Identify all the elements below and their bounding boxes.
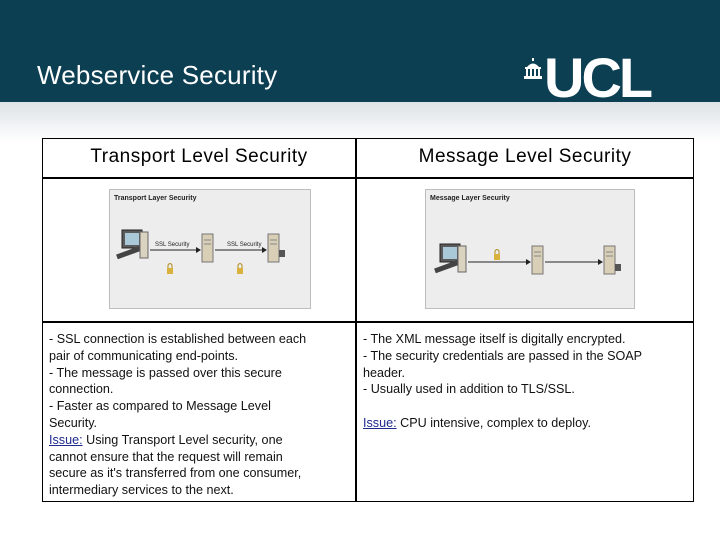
transport-description: - SSL connection is established between … xyxy=(49,331,351,499)
lock-icon xyxy=(237,263,243,274)
transport-line: cannot ensure that the request will rema… xyxy=(49,449,283,464)
server-icon xyxy=(201,233,214,263)
arrow-right-icon xyxy=(196,247,201,253)
transport-line: - SSL connection is established between … xyxy=(49,332,307,346)
transport-issue-label: Issue: xyxy=(49,432,83,447)
ssl-security-label-2: SSL Security xyxy=(227,242,261,248)
server-icon xyxy=(603,245,621,275)
lock-icon xyxy=(167,263,173,274)
server-icon xyxy=(267,233,285,263)
transport-layer-diagram: Transport Layer Security SSL Security SS… xyxy=(109,189,311,309)
message-issue-text: CPU intensive, complex to deploy. xyxy=(400,415,591,430)
table-header-divider xyxy=(43,177,693,179)
arrow-right-icon xyxy=(598,259,603,265)
transport-line: pair of communicating end-points. xyxy=(49,348,239,363)
transport-issue-text: Using Transport Level security, one xyxy=(86,432,283,447)
message-line: header. xyxy=(363,365,406,380)
transport-line: intermediary services to the next. xyxy=(49,483,234,498)
message-issue-label: Issue: xyxy=(363,415,397,430)
transport-line: connection. xyxy=(49,382,114,397)
ucl-logo: UCL xyxy=(520,50,690,106)
table-column-divider xyxy=(355,139,357,501)
transport-issue: Issue: Using Transport Level security, o… xyxy=(49,432,351,449)
message-line: - Usually used in addition to TLS/SSL. xyxy=(363,382,575,397)
header-gradient xyxy=(0,102,720,142)
slide-title: Webservice Security xyxy=(37,60,278,90)
arrow-right-icon xyxy=(526,259,531,265)
client-computer-icon xyxy=(434,243,467,274)
server-icon xyxy=(531,245,544,275)
transport-line: Security. xyxy=(49,415,98,430)
transport-line: - The message is passed over this secure xyxy=(49,365,282,380)
transport-line: - Faster as compared to Message Level xyxy=(49,399,271,414)
spacer xyxy=(363,398,689,415)
message-description: - The XML message itself is digitally en… xyxy=(363,331,689,432)
message-line: - The XML message itself is digitally en… xyxy=(363,332,626,346)
message-line: - The security credentials are passed in… xyxy=(363,348,643,363)
message-diagram-caption: Message Layer Security xyxy=(430,195,510,202)
header-transport-level-security: Transport Level Security xyxy=(90,146,308,167)
ucl-logo-text: UCL xyxy=(544,46,653,109)
ucl-portico-icon xyxy=(524,58,542,79)
slide-header xyxy=(0,0,720,102)
lock-icon xyxy=(494,249,500,260)
comparison-table: Transport Level Security Message Level S… xyxy=(42,138,694,502)
header-message-level-security: Message Level Security xyxy=(418,146,632,167)
message-issue: Issue: CPU intensive, complex to deploy. xyxy=(363,415,689,432)
client-computer-icon xyxy=(116,229,149,260)
transport-line: secure as it's transferred from one cons… xyxy=(49,466,302,481)
transport-diagram-caption: Transport Layer Security xyxy=(114,195,197,202)
table-row-divider xyxy=(43,321,693,323)
message-layer-diagram: Message Layer Security xyxy=(425,189,635,309)
ssl-security-label-1: SSL Security xyxy=(155,242,189,248)
arrow-right-icon xyxy=(262,247,267,253)
